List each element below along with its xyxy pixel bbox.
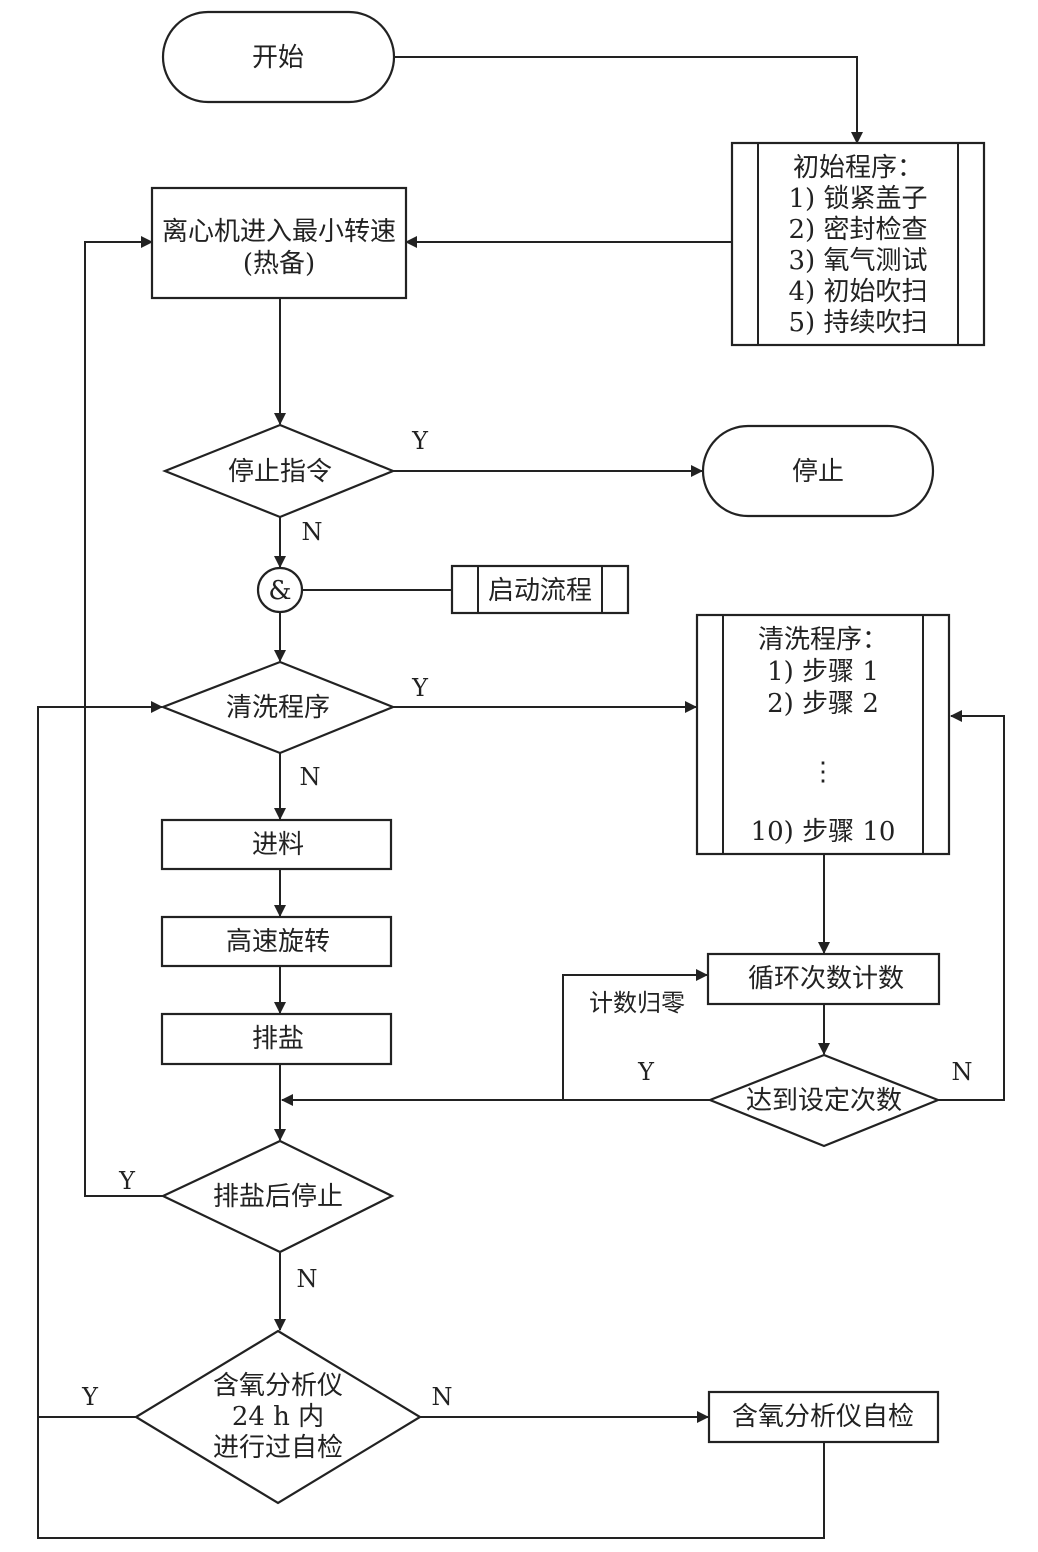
reached-count-decision (707, 1053, 941, 1148)
oxygen-yes-arrow (37, 701, 163, 1418)
high-speed-label: 高速旋转 (226, 927, 330, 957)
start-flow-label: 启动流程 (488, 576, 592, 606)
init-program-step: 1) 锁紧盖子 (789, 184, 928, 214)
wash-program-ellipsis: ⋮ (810, 757, 836, 787)
count-reset-label: 计数归零 (589, 989, 685, 1017)
oxygen-selftest-box (707, 1390, 940, 1444)
init-program-step: 3) 氧气测试 (789, 246, 928, 276)
cycle-count-label: 循环次数计数 (748, 964, 904, 994)
wash-decision-label: 清洗程序 (226, 693, 330, 723)
oxygen-decision-line1: 含氧分析仪 (213, 1371, 343, 1401)
init-program-step: 4) 初始吹扫 (789, 277, 928, 307)
stop-terminator (701, 424, 935, 518)
and-gate (256, 566, 304, 614)
feed-label: 进料 (252, 830, 304, 860)
start-flow-box (450, 564, 630, 615)
discharge-label: 排盐 (252, 1024, 304, 1054)
wash-program-step: 2) 步骤 2 (767, 689, 879, 719)
wash-program-last-step: 10) 步骤 10 (751, 817, 896, 847)
stop-command-label: 停止指令 (228, 457, 332, 487)
wash-program-box (695, 613, 951, 856)
init-program-box (730, 141, 986, 347)
init-program-title: 初始程序： (793, 153, 923, 183)
connectors (37, 56, 1005, 1539)
stop-after-discharge-decision (160, 1139, 395, 1254)
start-to-init-arrow (394, 56, 863, 144)
wash-program-step: 1) 步骤 1 (767, 657, 879, 687)
wash-no-label: N (300, 763, 321, 791)
stop-command-decision (162, 423, 396, 519)
discharge-box (160, 1012, 393, 1066)
reached-no-arrow (938, 710, 1005, 1101)
high-speed-box (160, 915, 393, 968)
count-reset-arrow (562, 969, 708, 1100)
wash-program-title: 清洗程序： (758, 625, 888, 655)
oxygen-decision (133, 1329, 423, 1505)
stop-after-no-label: N (297, 1265, 318, 1293)
oxygen-no-label: N (432, 1383, 453, 1411)
stop-label: 停止 (792, 457, 844, 487)
oxygen-selftest-label: 含氧分析仪自检 (732, 1402, 914, 1432)
and-gate-label: & (268, 576, 291, 606)
feed-box (160, 818, 393, 871)
stop-after-yes-label: Y (118, 1167, 136, 1195)
init-program-step: 5) 持续吹扫 (789, 308, 928, 338)
selftest-return-line (37, 1418, 825, 1539)
stop-after-discharge-label: 排盐后停止 (213, 1182, 343, 1212)
start-terminator (161, 10, 396, 104)
stop-command-yes-label: Y (411, 427, 429, 455)
start-label: 开始 (252, 43, 304, 73)
stop-after-yes-arrow (84, 236, 163, 1197)
oxygen-decision-line3: 进行过自检 (213, 1433, 343, 1463)
reached-count-label: 达到设定次数 (746, 1086, 902, 1116)
oxygen-decision-line2: 24 h 内 (232, 1402, 324, 1432)
init-program-step: 2) 密封检查 (789, 215, 928, 245)
oxygen-yes-label: Y (81, 1383, 99, 1411)
stop-command-no-label: N (302, 518, 323, 546)
hot-standby-line1: 离心机进入最小转速 (162, 217, 396, 247)
hot-standby-box (150, 186, 408, 300)
cycle-count-box (706, 952, 941, 1006)
wash-yes-label: Y (411, 674, 429, 702)
reached-no-label: N (952, 1058, 973, 1086)
wash-decision (159, 660, 396, 755)
hot-standby-line2: (热备) (243, 249, 315, 279)
reached-yes-label: Y (637, 1058, 655, 1086)
